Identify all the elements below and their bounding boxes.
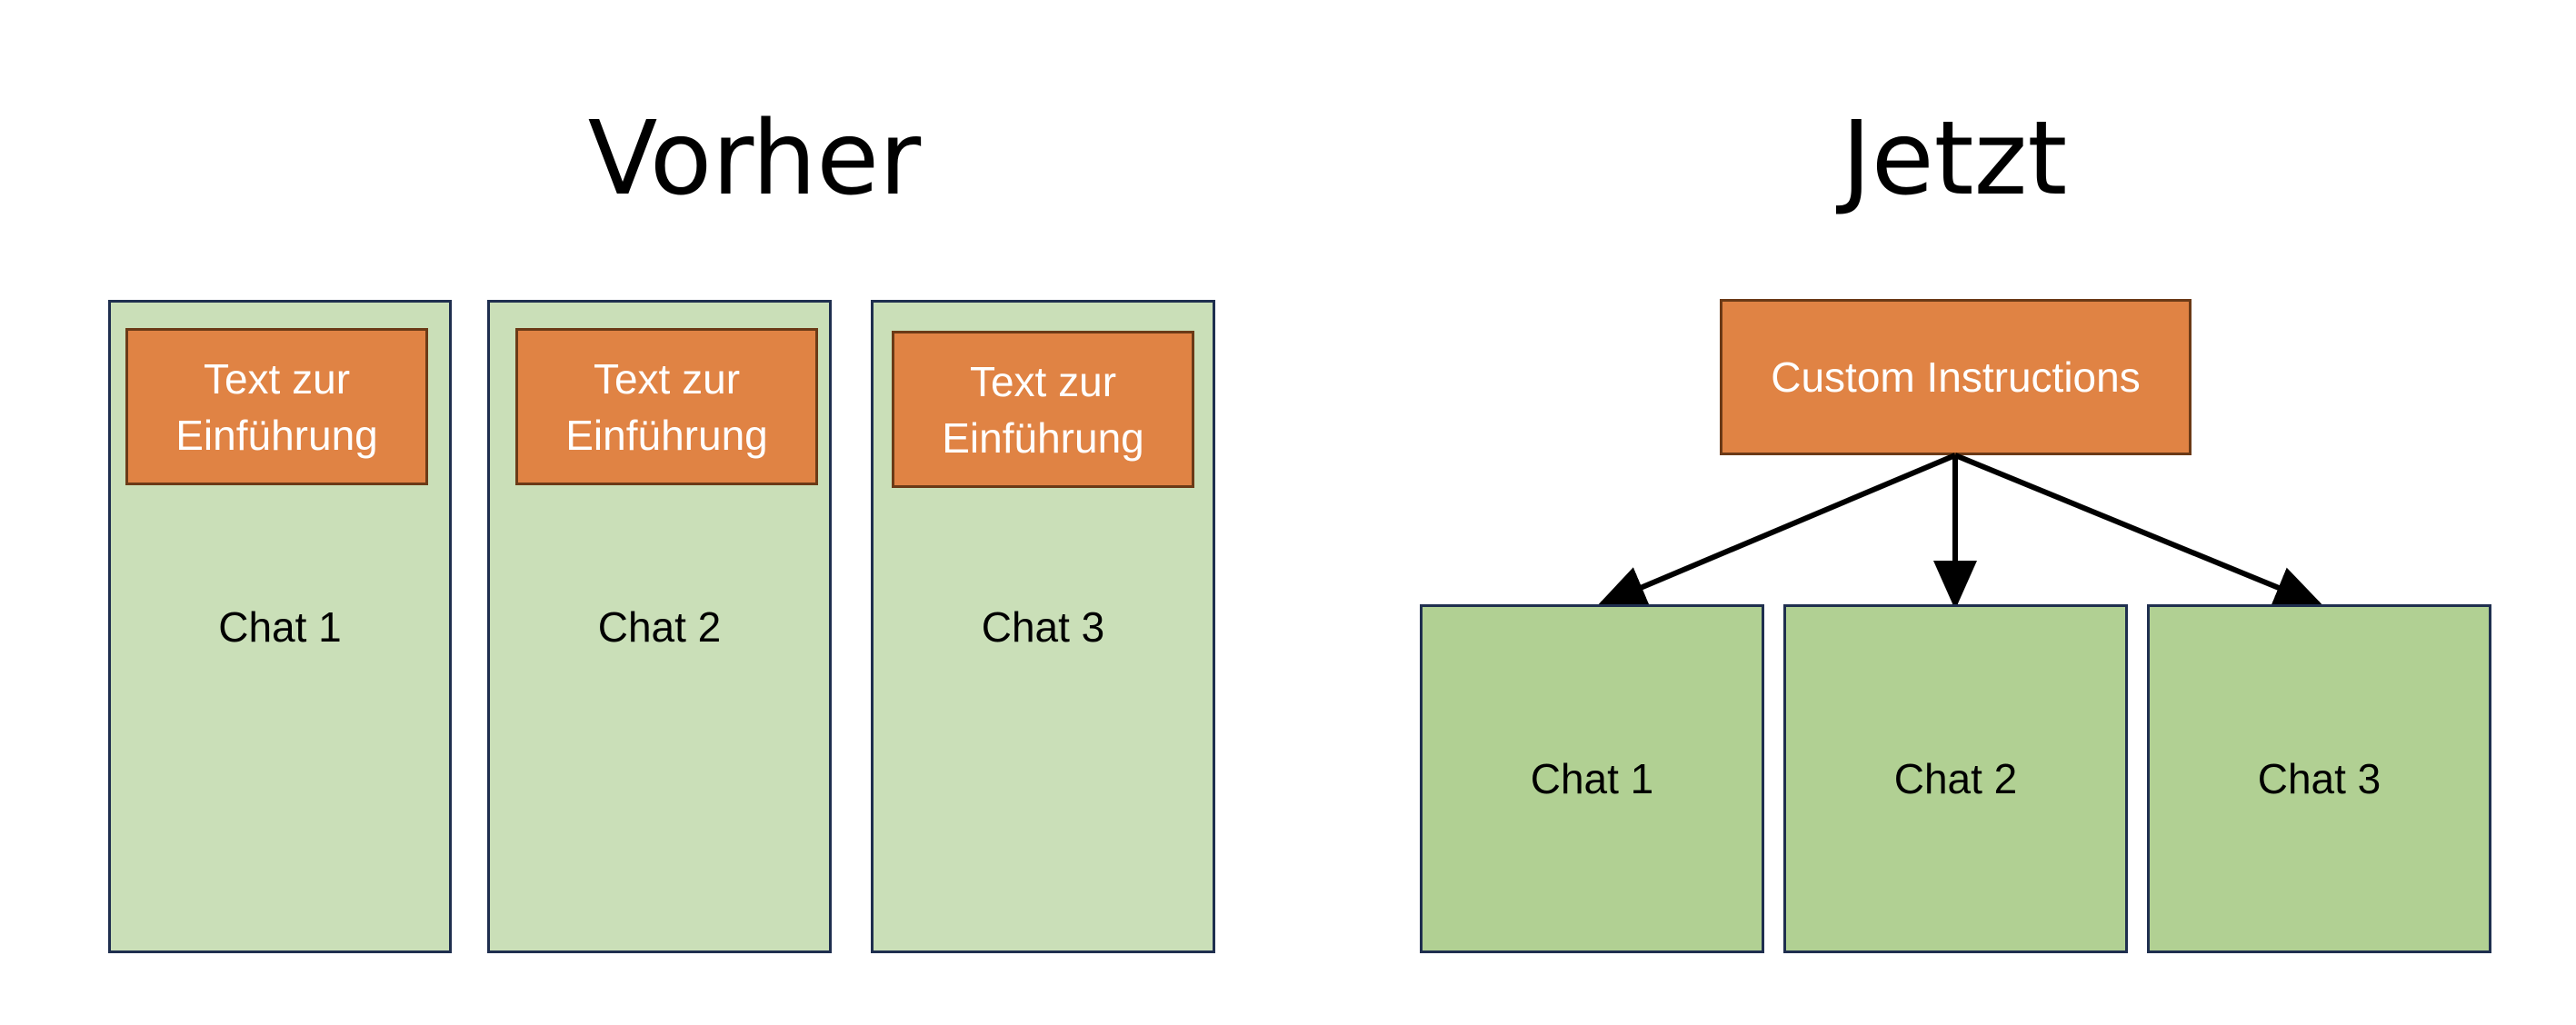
after-chat-box-3: Chat 3	[2147, 604, 2491, 953]
custom-instructions-label: Custom Instructions	[1771, 353, 2141, 401]
before-chat-label-1: Chat 1	[218, 603, 342, 651]
after-chat-box-1: Chat 1	[1420, 604, 1764, 953]
before-intro-text-2: Text zur Einführung	[565, 354, 768, 459]
after-title: Jetzt	[1841, 100, 2068, 218]
before-intro-text-1: Text zur Einführung	[175, 354, 378, 459]
arrow-to-chat-3	[1953, 453, 2324, 608]
before-chat-label-2: Chat 2	[597, 603, 722, 651]
after-chat-label-3: Chat 3	[2257, 755, 2381, 802]
before-intro-box-1: Text zur Einführung	[125, 328, 428, 485]
custom-instructions-box: Custom Instructions	[1720, 299, 2192, 455]
before-intro-box-2: Text zur Einführung	[515, 328, 818, 485]
after-chat-box-2: Chat 2	[1783, 604, 2128, 953]
before-title: Vorher	[587, 100, 922, 218]
after-chat-label-2: Chat 2	[1893, 755, 2018, 802]
before-chat-label-3: Chat 3	[981, 603, 1105, 651]
arrow-to-chat-1	[1596, 453, 1957, 608]
before-intro-text-3: Text zur Einführung	[942, 357, 1144, 462]
after-chat-label-1: Chat 1	[1530, 755, 1654, 802]
before-intro-box-3: Text zur Einführung	[892, 331, 1194, 488]
